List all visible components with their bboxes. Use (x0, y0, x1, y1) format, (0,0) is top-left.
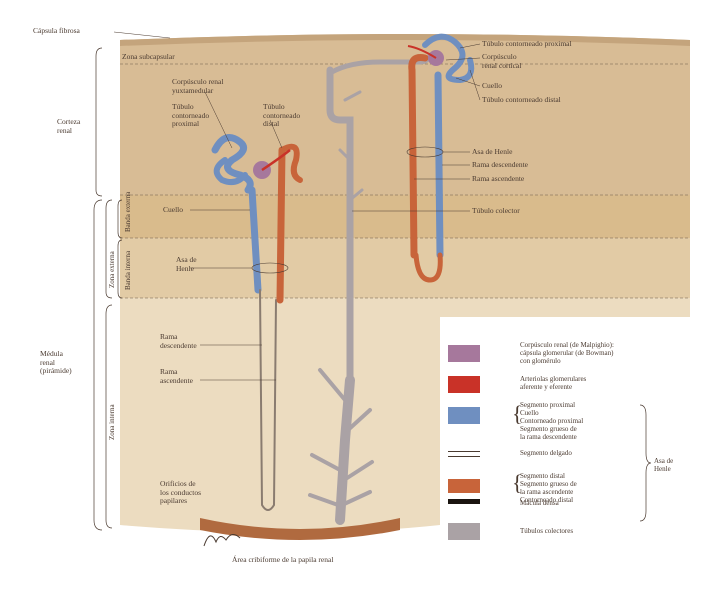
artist-signature (200, 524, 244, 552)
legend-henle-brace (638, 403, 652, 523)
papilla-cribriform-label: Área cribiforme de la papila renal (232, 556, 333, 565)
inner-stripe-label: Banda interna (124, 251, 132, 290)
legend-swatch-corpuscle (448, 345, 480, 362)
left-distal-tubule-label: Túbulo contorneado distal (263, 103, 300, 129)
legend-label-proximal: Segmento proximal Cuello Contorneado pro… (520, 401, 583, 441)
left-proximal-tubule-label: Túbulo contorneado proximal (172, 103, 209, 129)
legend-label-corpuscle: Corpúsculo renal (de Malpighio): cápsula… (520, 341, 614, 365)
legend-swatch-macula (448, 499, 480, 504)
legend-swatch-thin-segment (448, 451, 480, 457)
right-henle-loop-label: Asa de Henle (472, 148, 512, 157)
left-henle-loop-label: Asa de Henle (176, 256, 197, 273)
medulla-label: Médula renal (pirámide) (40, 350, 72, 376)
subcapsular-label: Zona subcapsular (122, 53, 175, 62)
capsule-label: Cápsula fibrosa (33, 27, 80, 36)
legend-label-thin-segment: Segmento delgado (520, 449, 572, 457)
papillary-ducts-label: Orificios de los conductos papilares (160, 480, 201, 506)
legend-label-macula: Mácula densa (520, 499, 559, 507)
right-descending-limb-label: Rama descendente (472, 161, 528, 170)
outer-stripe-zone (120, 195, 690, 238)
collecting-tubule-label: Túbulo colector (472, 207, 520, 216)
right-proximal-tubule-label: Túbulo contorneado proximal (482, 40, 572, 49)
right-neck-label: Cuello (482, 82, 502, 91)
right-ascending-limb-label: Rama ascendente (472, 175, 524, 184)
legend-panel: Corpúsculo renal (de Malpighio): cápsula… (440, 317, 690, 557)
outer-stripe-label: Banda externa (124, 192, 132, 232)
juxtamedullary-corpuscle-label: Corpúsculo renal yuxtamedular (172, 78, 223, 95)
left-ascending-limb-label: Rama ascendente (160, 368, 193, 385)
inner-zone-label: Zona interna (108, 404, 116, 440)
legend-label-arterioles: Arteriolas glomerulares aferente y efere… (520, 375, 586, 391)
outer-zone-label: Zona externa (108, 251, 116, 288)
cortical-corpuscle-label: Corpúsculo renal cortical (482, 53, 521, 70)
legend-label-henle: Asa de Henle (654, 457, 673, 473)
legend-swatch-distal (448, 479, 480, 493)
legend-label-collecting: Túbulos colectores (520, 527, 573, 535)
cortex-label: Corteza renal (57, 118, 80, 135)
legend-swatch-arterioles (448, 376, 480, 393)
legend-swatch-proximal (448, 407, 480, 424)
right-distal-tubule-label: Túbulo contorneado distal (482, 96, 561, 105)
left-neck-label: Cuello (163, 206, 183, 215)
left-descending-limb-label: Rama descendente (160, 333, 197, 350)
legend-swatch-collecting (448, 523, 480, 540)
